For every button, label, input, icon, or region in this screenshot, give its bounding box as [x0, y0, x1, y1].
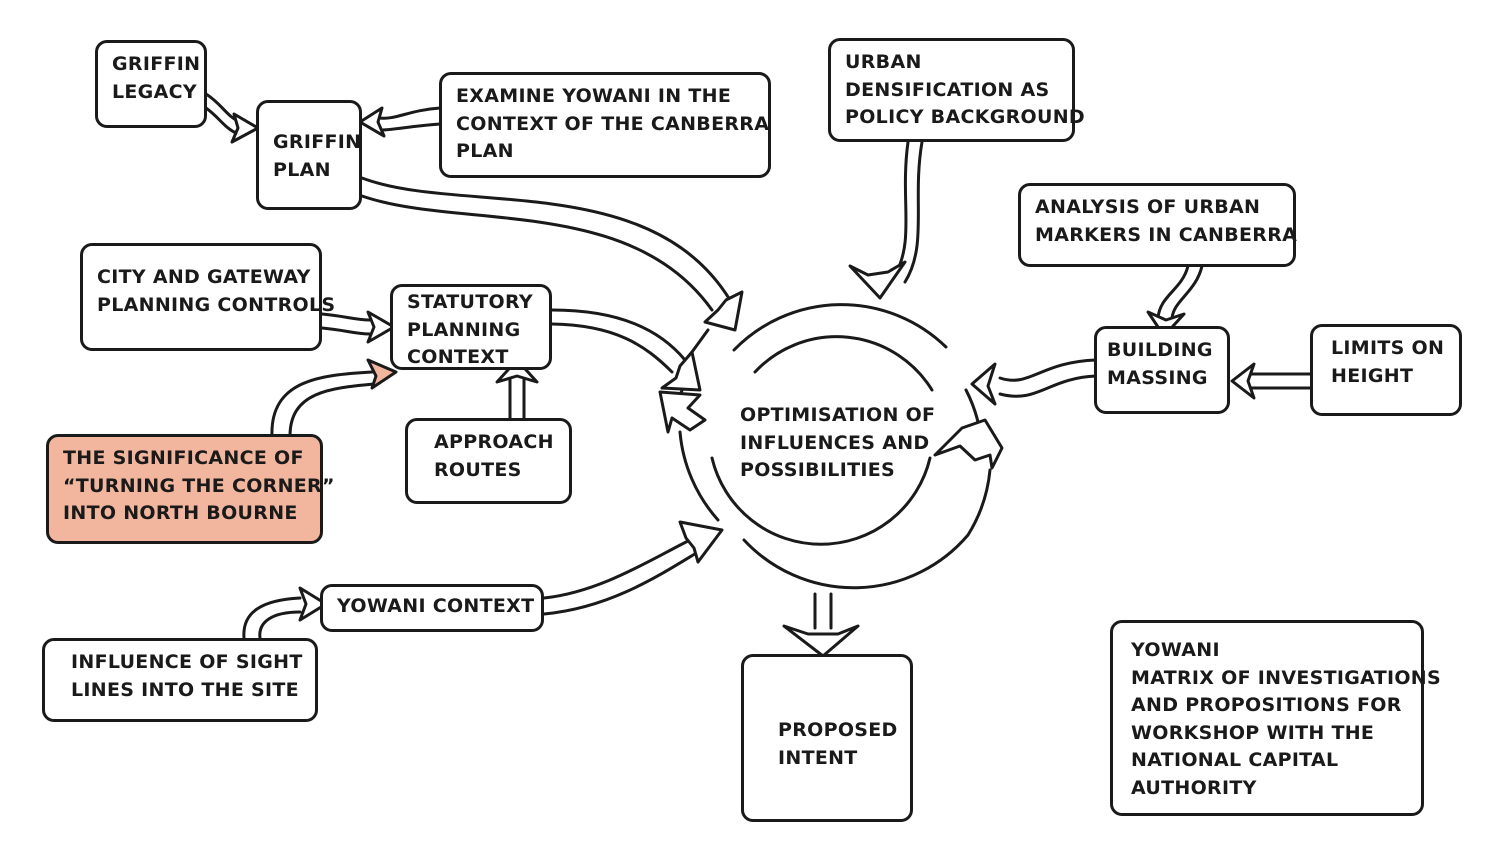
central-cycle-ring — [678, 303, 992, 590]
node-limits-height: LIMITS ON HEIGHT — [1310, 324, 1462, 416]
node-urban-densification: URBAN DENSIFICATION AS POLICY BACKGROUND — [828, 38, 1085, 142]
node-city-gateway: CITY AND GATEWAY PLANNING CONTROLS — [80, 243, 335, 351]
node-proposed-intent: PROPOSED INTENT — [741, 654, 913, 822]
node-examine-yowani: EXAMINE YOWANI IN THE CONTEXT OF THE CAN… — [439, 72, 771, 178]
node-approach-routes: APPROACH ROUTES — [405, 418, 572, 504]
node-analysis-urban-markers: ANALYSIS OF URBAN MARKERS IN CANBERRA — [1018, 183, 1297, 267]
center-optimisation-label: OPTIMISATION OF INFLUENCES AND POSSIBILI… — [740, 404, 936, 481]
cycle-arrowheads — [658, 390, 1004, 470]
node-building-massing: BUILDING MASSING — [1094, 326, 1230, 414]
note-yowani-matrix: YOWANI MATRIX OF INVESTIGATIONS AND PROP… — [1110, 620, 1441, 816]
node-turning-the-corner: THE SIGNIFICANCE OF “TURNING THE CORNER”… — [46, 434, 334, 544]
node-yowani-context: YOWANI CONTEXT — [320, 584, 544, 632]
node-griffin-legacy: GRIFFIN LEGACY — [95, 40, 207, 128]
connectors — [204, 92, 1314, 658]
node-statutory-planning: STATUTORY PLANNING CONTEXT — [390, 284, 552, 370]
node-sight-lines: INFLUENCE OF SIGHT LINES INTO THE SITE — [42, 638, 318, 722]
node-griffin-plan: GRIFFIN PLAN — [256, 100, 362, 210]
